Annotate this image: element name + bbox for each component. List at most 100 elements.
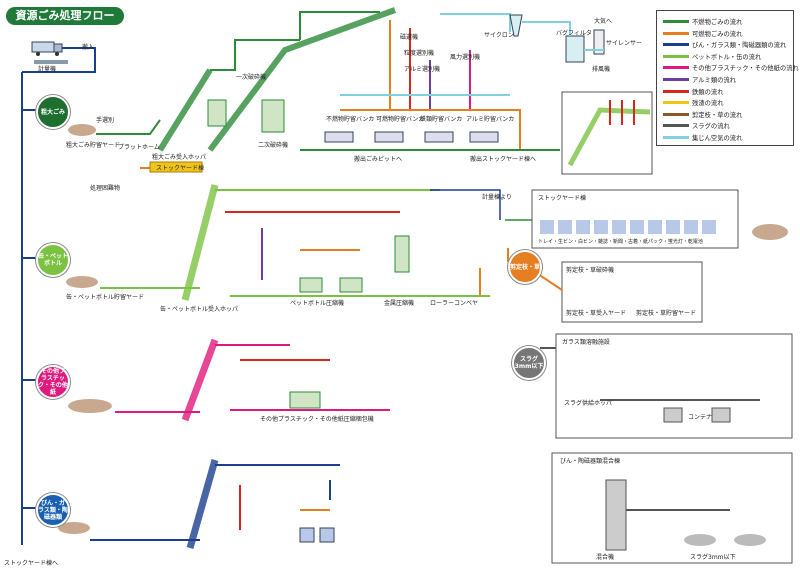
category-plastic: その他プラスチック・その他紙 [36,365,70,399]
legend-label: 剪定枝・草の流れ [692,111,743,119]
legend-swatch [663,54,689,58]
label-branch-yard: 剪定枝・草貯留ヤード [636,310,697,317]
label-carry-in: 搬入 [82,44,95,51]
legend-swatch [663,66,689,70]
sub-plant [561,91,653,175]
category-bulky: 粗大ごみ [36,95,70,129]
label-can-hopper: 缶・ペットボトル受入ホッパ [160,306,239,313]
legend-item: 可燃物ごみの流れ [663,28,742,39]
row-bulky [68,7,560,173]
label-can-yard: 缶・ペットボトル貯留ヤード [66,294,145,301]
label-platform: プラットホーム [118,144,160,151]
label-to-air: 大気へ [594,18,613,25]
legend: 不燃物ごみの流れ可燃物ごみの流れびん・ガラス類・陶磁器類の流れペットボトル・缶の… [656,10,799,146]
label-scale: 計量機 [38,66,57,73]
legend-item: 集じん空気の流れ [663,132,742,143]
category-cans: 缶・ペットボトル [36,243,70,277]
legend-label: 鉄類の流れ [692,88,724,96]
legend-swatch [663,43,689,47]
legend-label: スラグの流れ [692,123,730,131]
label-crusher2: 二次破砕機 [258,142,289,149]
category-label: 粗大ごみ [40,108,65,116]
label-cyclone: サイクロン [484,32,514,39]
legend-swatch [663,101,689,105]
label-mixer: 混合機 [596,554,615,561]
legend-swatch [663,136,689,139]
label-aluminum-sorter: アルミ選別機 [404,66,440,73]
legend-item: その他プラスチック・その他紙の流れ [663,62,799,73]
label-to-pit: 搬出ごみピットへ [354,156,403,163]
row-plastic [68,338,390,422]
legend-item: 残渣の流れ [663,97,723,108]
diagram-title: 資源ごみ処理フロー [6,7,124,25]
legend-item: アルミ類の流れ [663,74,736,85]
legend-label: アルミ類の流れ [692,77,737,84]
legend-swatch [663,124,689,128]
row-cans [66,184,490,301]
label-to-stock: 搬出ストックヤード棟へ [470,156,537,163]
legend-item: 剪定枝・草の流れ [663,109,742,120]
right-panels [430,189,793,564]
label-magnetic: 磁選機 [400,34,419,41]
label-slag-hopper: スラグ供給ホッパ [564,400,613,407]
category-label: スラグ 3mm以下 [514,356,544,370]
legend-label: びん・ガラス類・陶磁器類の流れ [692,42,787,50]
label-alu-bunker: アルミ貯留バンカ [466,116,515,123]
category-label: 缶・ペットボトル [38,253,69,267]
category-bottles: びん・ガラス類・陶磁器類 [36,493,70,527]
legend-swatch [663,78,689,81]
legend-swatch [663,31,689,35]
main-trunk [21,47,96,545]
legend-swatch [663,89,689,93]
label-slag: スラグ3mm以下 [690,554,736,561]
label-incombustible-bunker: 不燃物貯留バンカ [326,116,375,123]
label-stock-items: トレイ・生ビン・白ビン・雑誌・新聞・古着・紙パック・蛍光灯・乾電池 [538,239,703,245]
category-branches: 剪定枝・草 [508,250,542,284]
label-exhaust-fan: 排風機 [592,66,611,73]
label-container: コンテナ [688,414,713,421]
legend-label: 可燃物ごみの流れ [692,30,743,38]
trucks-row1 [324,131,499,143]
label-branch-store: 剪定枝・草受入ヤード [566,310,627,317]
label-hazard: 処理困難物 [90,185,121,192]
label-bag-filter: バグフィルタ [556,30,592,37]
legend-label: 集じん空気の流れ [692,135,743,142]
stock-icons [540,220,716,234]
category-label: その他プラスチック・その他紙 [38,368,68,396]
legend-item: ペットボトル・缶の流れ [663,51,761,62]
label-to-stock-bottom: ストックヤード棟へ [4,560,59,567]
legend-label: ペットボトル・缶の流れ [692,53,762,61]
legend-swatch [663,20,689,23]
label-roller: ローラーコンベヤ [430,300,479,307]
label-stock-yard: ストックヤード棟 [156,165,205,172]
category-label: びん・ガラス類・陶磁器類 [38,499,68,521]
legend-item: 不燃物ごみの流れ [663,16,742,27]
label-slag-plant: ガラス類溶融施設 [562,339,610,346]
label-stock-house: ストックヤード棟 [538,195,587,202]
label-wind-sorter: 風力選別機 [450,54,481,61]
label-ceramic-plant: びん・陶磁器類混合棟 [560,458,621,465]
row-bottles [58,459,340,549]
legend-label: 不燃物ごみの流れ [692,19,743,26]
label-iron-bunker: 鉄類貯留バンカ [420,116,463,123]
label-metal-press: 金属圧縮機 [384,300,415,307]
label-plastic-press: その他プラスチック・その他紙圧縮梱包機 [260,416,374,423]
legend-item: スラグの流れ [663,120,730,131]
label-crusher1: 一次破砕機 [236,74,267,81]
label-bulky-hopper: 粗大ごみ受入ホッパ [152,154,207,161]
label-branch-crusher: 剪定枝・草破砕機 [566,267,615,274]
legend-label: 残渣の流れ [692,100,724,108]
label-grain-sorter: 粒度選別機 [404,50,435,57]
category-label: 剪定枝・草 [510,263,541,271]
label-combustible-bunker: 可燃物貯留バンカ [376,116,425,123]
label-bulky-yard: 粗大ごみ貯留ヤード [66,142,121,149]
category-slag: スラグ 3mm以下 [512,346,546,380]
label-silencer: サイレンサー [606,40,643,47]
dust-collection [440,13,605,63]
legend-item: 鉄類の流れ [663,86,723,97]
label-pass: 計量棟より [482,194,512,201]
legend-label: その他プラスチック・その他紙の流れ [692,65,799,73]
legend-item: びん・ガラス類・陶磁器類の流れ [663,39,786,50]
